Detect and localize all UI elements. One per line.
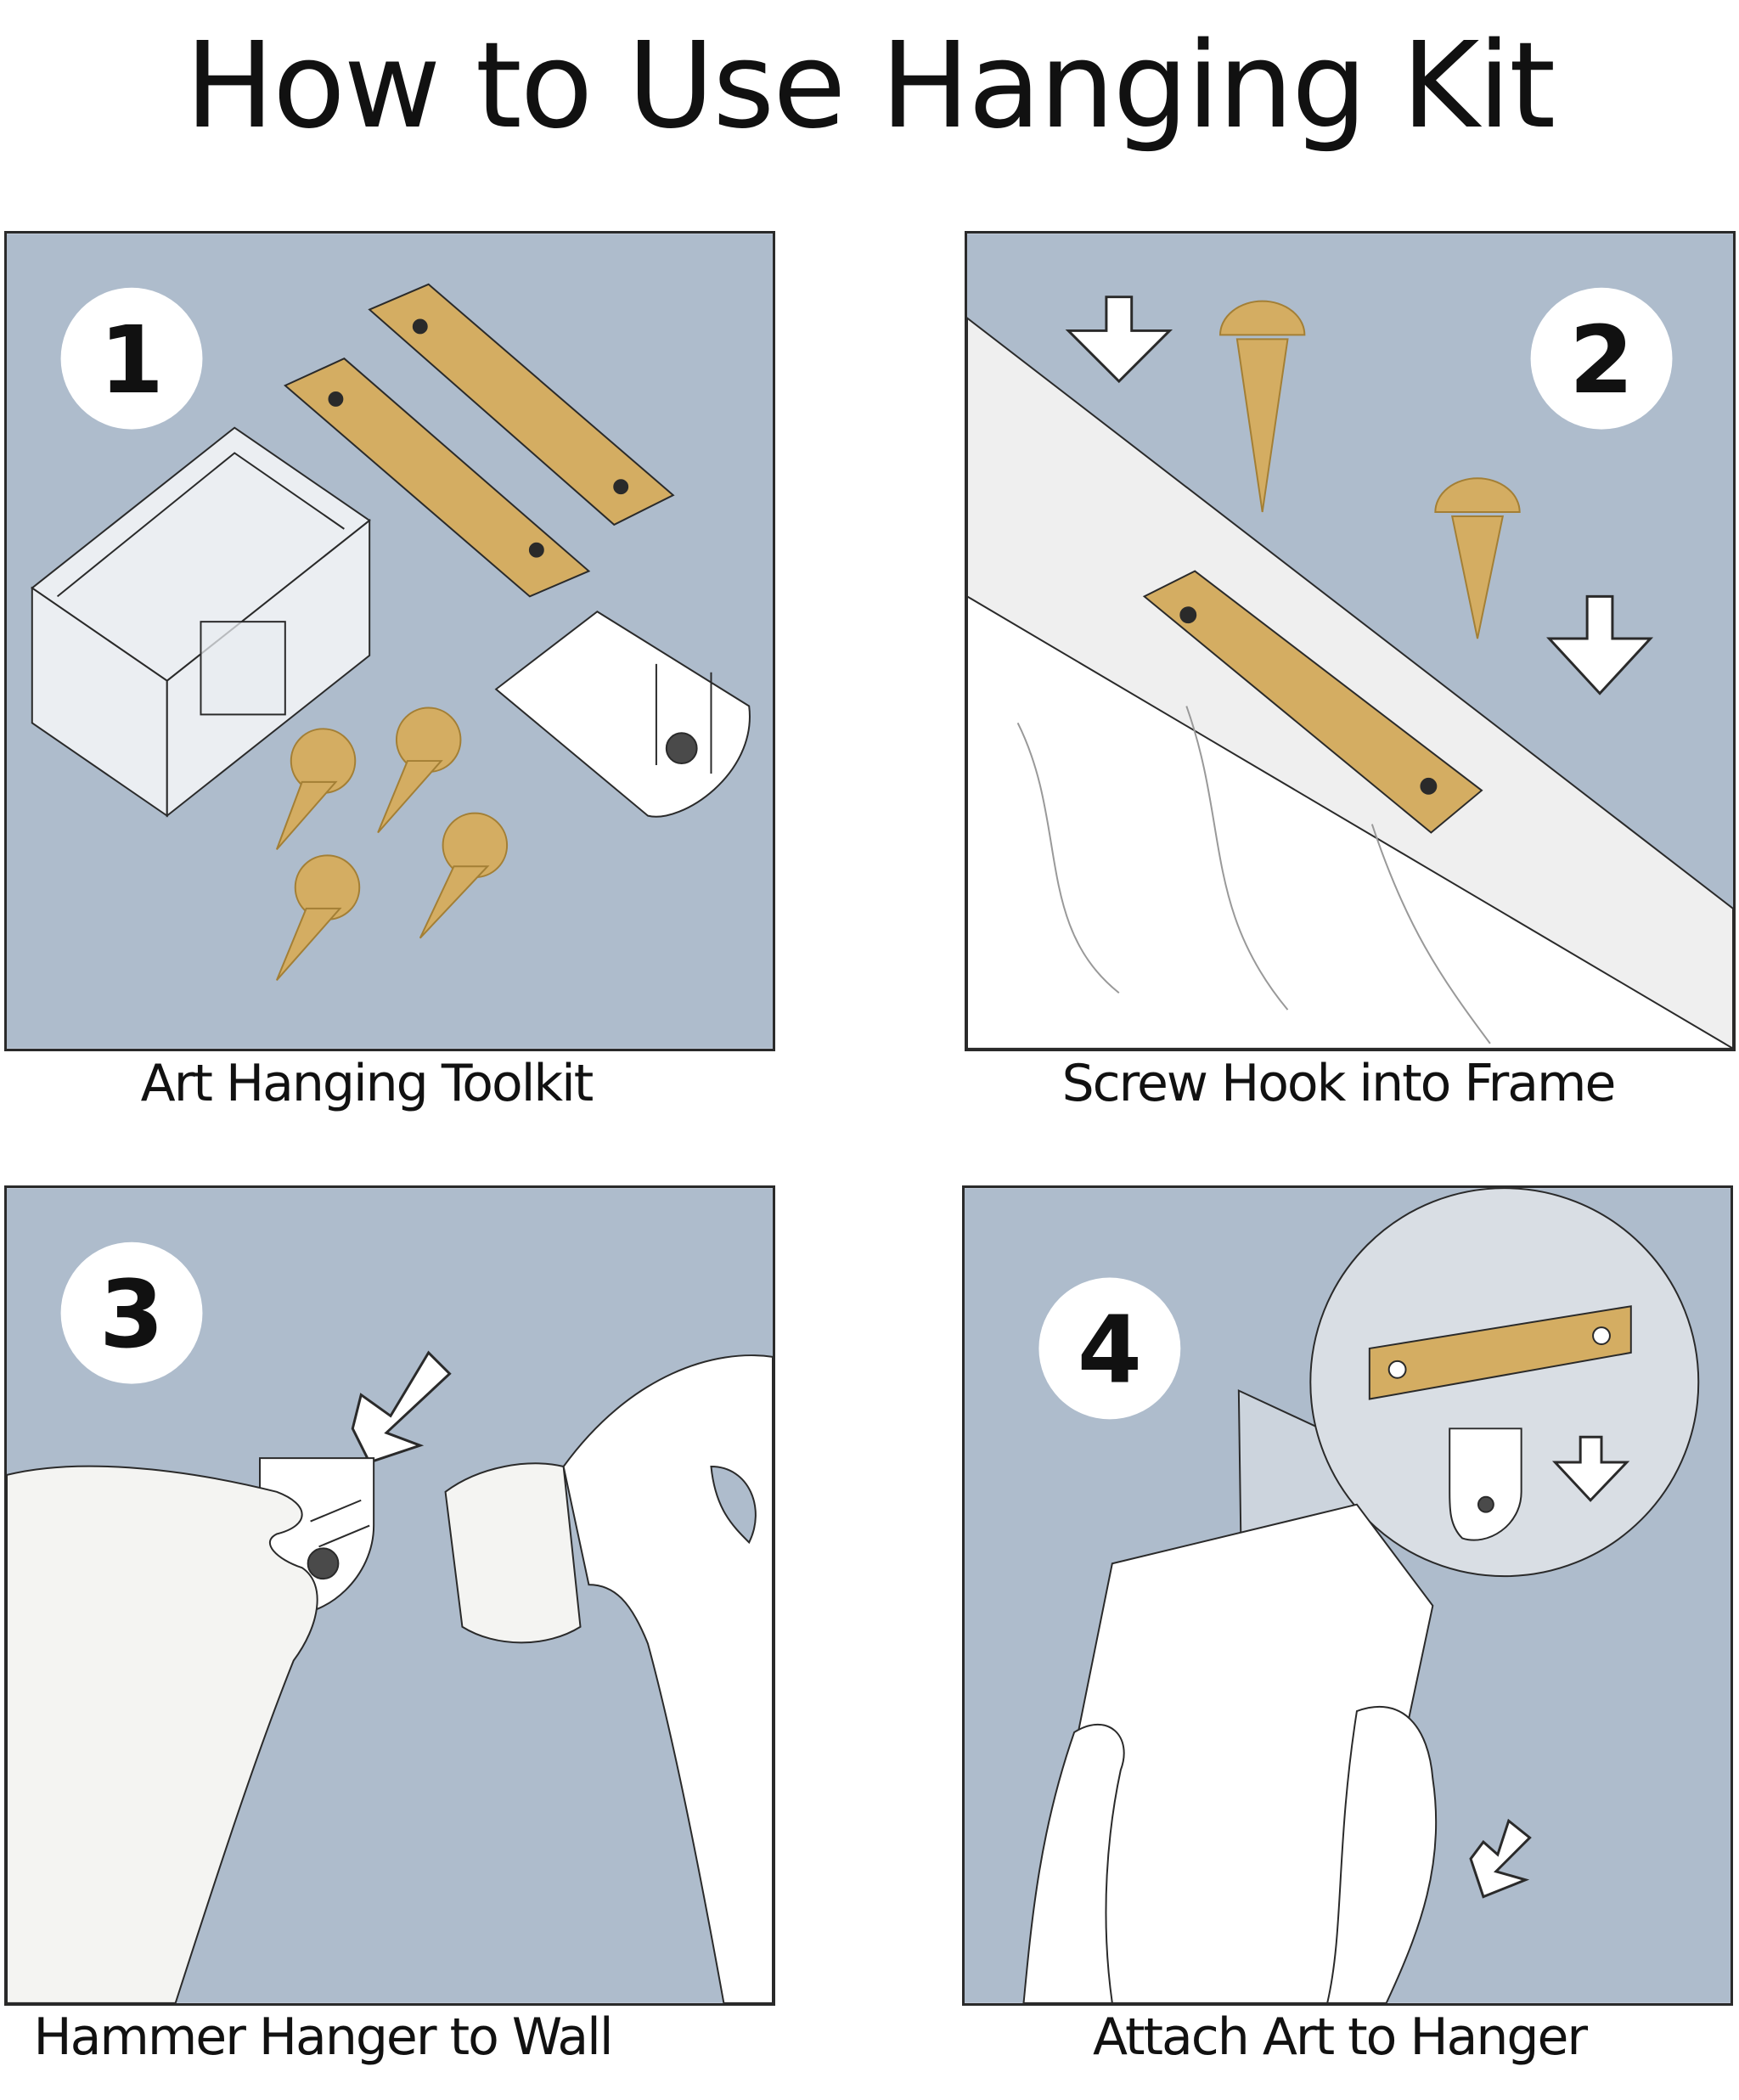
step-1-illustration: 1 [7, 234, 773, 1049]
down-arrow-icon [1065, 296, 1654, 695]
step-3-caption: Hammer Hanger to Wall [33, 2007, 614, 2067]
storage-box-icon [31, 426, 371, 818]
page-title: How to Use Hanging Kit [184, 17, 1556, 155]
hands-icon [1022, 1706, 1438, 2003]
step-2-illustration: 2 [967, 234, 1733, 1049]
sawtooth-hanger-icon [1368, 1305, 1632, 1400]
step-2-panel: 2 [965, 231, 1736, 1051]
down-arrow-icon [1551, 1435, 1630, 1502]
step-4-illustration: 4 [965, 1188, 1731, 2003]
screw-icon [275, 707, 509, 982]
hammer-icon [444, 1354, 773, 2003]
step-1-caption: Art Hanging Toolkit [140, 1054, 594, 1113]
step-3-panel: 3 [4, 1185, 775, 2006]
step-2-badge [1530, 287, 1673, 430]
step-3-number: 3 [99, 1261, 164, 1369]
step-4-badge [1038, 1277, 1181, 1420]
hanger-plate-icon [1449, 1427, 1522, 1541]
step-1-badge [60, 287, 203, 430]
step-2-caption: Screw Hook into Frame [1061, 1054, 1617, 1113]
step-1-number: 1 [99, 307, 164, 414]
step-4-panel: 4 [962, 1185, 1733, 2006]
step-3-badge [60, 1241, 203, 1384]
step-2-number: 2 [1569, 307, 1634, 414]
step-3-illustration: 3 [7, 1188, 773, 2003]
hand-icon [7, 1465, 318, 2003]
step-1-panel: 1 [4, 231, 775, 1051]
step-4-caption: Attach Art to Hanger [1092, 2007, 1588, 2067]
sawtooth-hanger-icon [283, 283, 675, 598]
frame-icon [967, 317, 1733, 1049]
step-4-number: 4 [1078, 1297, 1142, 1405]
sawtooth-hanger-icon [1142, 570, 1483, 834]
screw-icon [1219, 300, 1521, 639]
down-arrow-icon [1469, 1818, 1532, 1899]
hanger-plate-icon [494, 611, 751, 818]
